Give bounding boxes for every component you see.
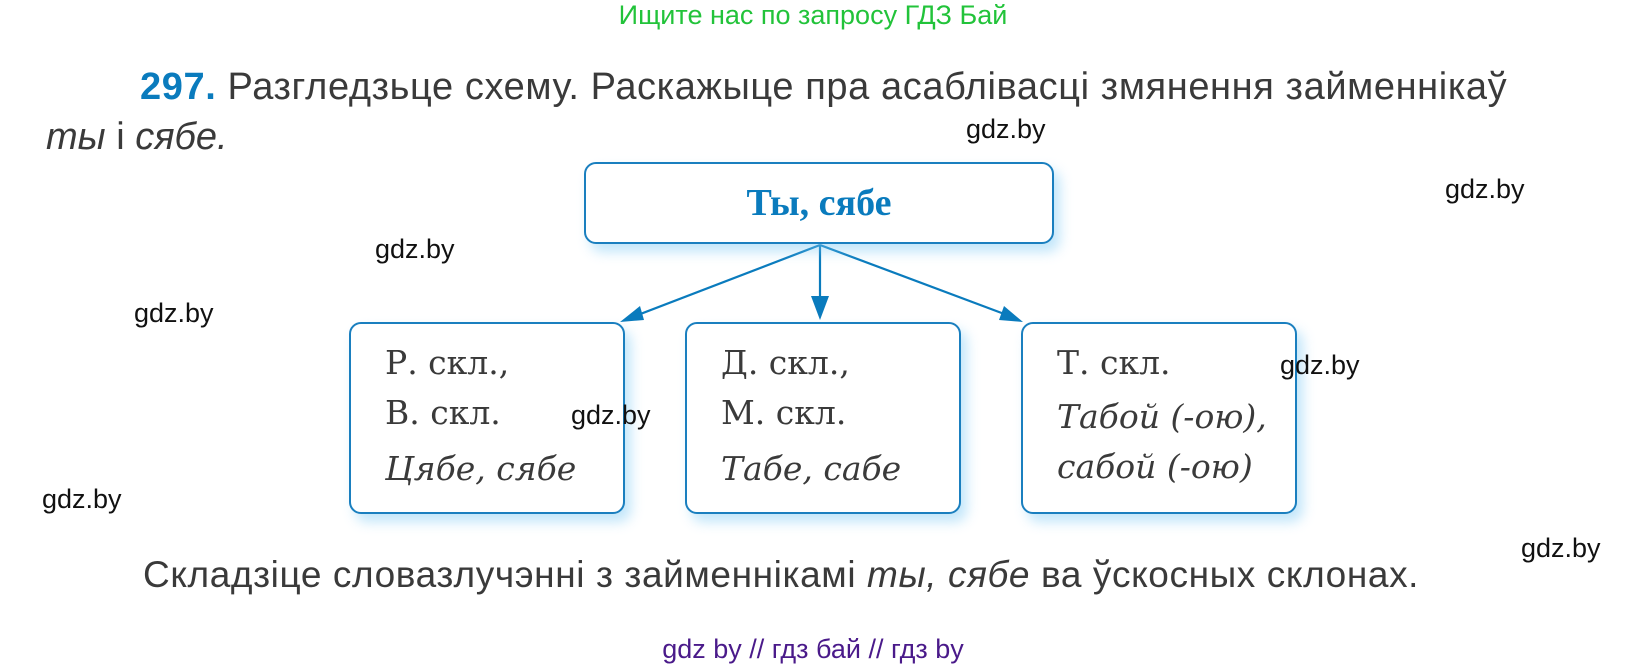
case-box-genitive-accusative: Р. скл., В. скл. Цябе, сябе xyxy=(349,322,625,514)
arrow-right-icon xyxy=(819,243,1016,320)
case-forms: сабой (-ою) xyxy=(1057,447,1253,486)
watermark: gdz.by xyxy=(1521,533,1601,563)
watermark: gdz.by xyxy=(42,484,122,514)
pronouns-italic: ты, сябе xyxy=(867,554,1031,595)
instruction-text: Складзіце словазлучэнні з займеннікамі xyxy=(143,554,857,595)
watermark: gdz.by xyxy=(1280,350,1360,380)
task-text: 297. Разгледзьце схему. Раскажыце пра ас… xyxy=(140,64,1507,110)
search-banner: Ищите нас по запросу ГДЗ Бай xyxy=(618,0,1008,30)
case-label: В. скл. xyxy=(385,393,501,432)
watermark: gdz.by xyxy=(571,400,651,430)
case-label: Д. скл., xyxy=(721,343,850,382)
conjunction: і xyxy=(116,116,125,158)
instruction-text: ва ўскосных склонах. xyxy=(1040,554,1420,595)
case-label: М. скл. xyxy=(721,393,847,432)
pronoun-syabe: сябе. xyxy=(135,116,228,158)
case-label: Р. скл., xyxy=(385,343,510,382)
case-forms: Табой (-ою), xyxy=(1057,397,1267,436)
task-instruction: Разгледзьце схему. Раскажыце пра асаблів… xyxy=(227,66,1508,108)
task-number: 297. xyxy=(140,66,217,108)
root-label: Ты, сябе xyxy=(746,182,892,224)
task-text-continued: ты і сябе. xyxy=(46,114,228,160)
watermark: gdz.by xyxy=(966,114,1046,144)
pronoun-ty: ты xyxy=(46,116,106,158)
case-forms: Табе, сабе xyxy=(721,449,902,488)
watermark: gdz.by xyxy=(134,298,214,328)
task-second-instruction: Складзіце словазлучэнні з займеннікамі т… xyxy=(143,552,1419,598)
case-label: Т. скл. xyxy=(1057,343,1171,382)
footer-watermark: gdz by // гдз бай // гдз by xyxy=(662,634,964,664)
case-forms: Цябе, сябе xyxy=(385,449,577,488)
diagram-root-box: Ты, сябе xyxy=(584,162,1054,244)
watermark: gdz.by xyxy=(1445,174,1525,204)
arrow-left-icon xyxy=(629,243,821,320)
case-box-instrumental: Т. скл. Табой (-ою), сабой (-ою) xyxy=(1021,322,1297,514)
case-box-dative-locative: Д. скл., М. скл. Табе, сабе xyxy=(685,322,961,514)
watermark: gdz.by xyxy=(375,234,455,264)
